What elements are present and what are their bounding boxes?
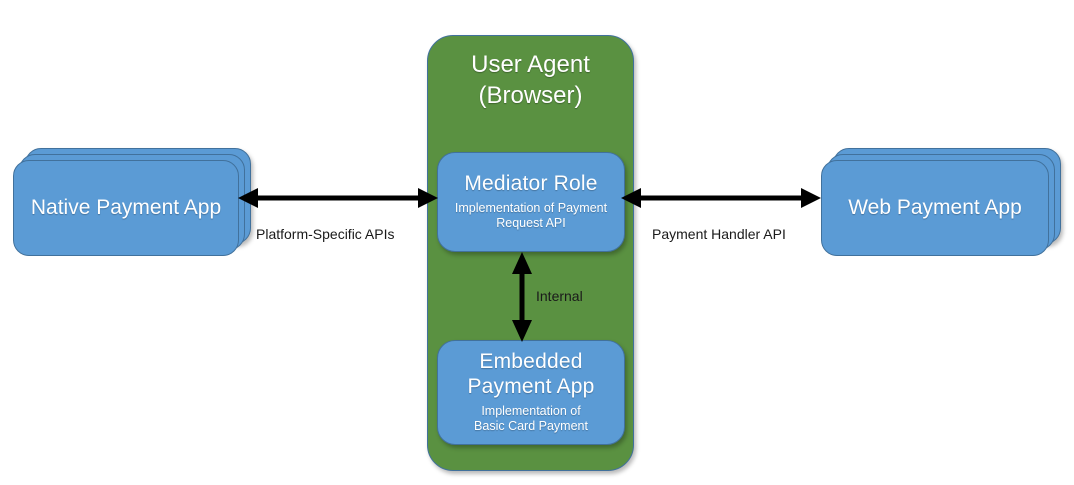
native-payment-app-front[interactable]: Native Payment App bbox=[13, 160, 239, 256]
embedded-payment-app-node[interactable]: Embedded Payment App Implementation of B… bbox=[437, 340, 625, 445]
mediator-role-title: Mediator Role bbox=[464, 171, 598, 195]
embedded-payment-app-subtitle-line-1: Implementation of bbox=[481, 403, 581, 418]
web-payment-app-label: Web Payment App bbox=[848, 195, 1022, 219]
embedded-payment-app-subtitle: Implementation of Basic Card Payment bbox=[474, 404, 588, 435]
embedded-payment-app-title: Embedded Payment App bbox=[467, 350, 594, 400]
embedded-payment-app-title-line-1: Embedded bbox=[479, 350, 583, 374]
mediator-role-subtitle: Implementation of Payment Request API bbox=[455, 201, 607, 232]
internal-label: Internal bbox=[536, 288, 583, 304]
payment-handler-api-arrow bbox=[621, 188, 821, 208]
embedded-payment-app-subtitle-line-2: Basic Card Payment bbox=[474, 419, 588, 434]
web-payment-app-front[interactable]: Web Payment App bbox=[821, 160, 1049, 256]
mediator-role-subtitle-line-1: Implementation of Payment bbox=[454, 200, 608, 215]
mediator-role-node[interactable]: Mediator Role Implementation of Payment … bbox=[437, 152, 625, 252]
mediator-role-subtitle-line-2: Request API bbox=[496, 216, 566, 231]
payment-handler-api-label: Payment Handler API bbox=[652, 226, 786, 242]
embedded-payment-app-title-line-2: Payment App bbox=[467, 374, 595, 398]
internal-arrow bbox=[512, 252, 532, 342]
native-payment-app-label: Native Payment App bbox=[30, 195, 222, 219]
platform-specific-apis-label: Platform-Specific APIs bbox=[256, 226, 395, 242]
platform-specific-apis-arrow bbox=[238, 188, 438, 208]
